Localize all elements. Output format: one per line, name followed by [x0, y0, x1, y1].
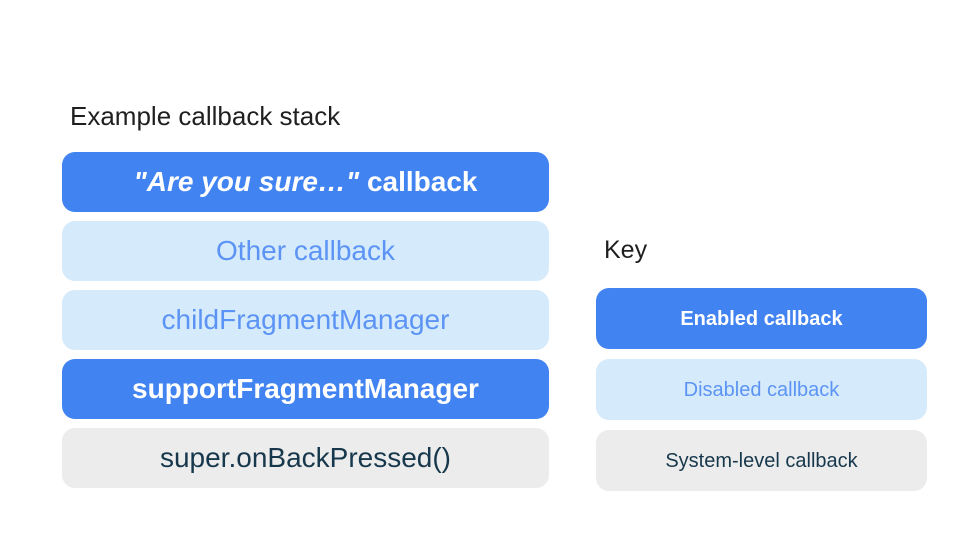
key-item-system-level-callback: System-level callback — [596, 430, 927, 491]
key-item-disabled-callback: Disabled callback — [596, 359, 927, 420]
key-title: Key — [604, 236, 648, 264]
key-item-enabled-callback: Enabled callback — [596, 288, 927, 349]
stack-item-super-onbackpressed: super.onBackPressed() — [62, 428, 549, 488]
stack-item-quoted-text: "Are you sure…" — [133, 166, 360, 197]
stack-item-child-fragment-manager: childFragmentManager — [62, 290, 549, 350]
stack-item-other-callback: Other callback — [62, 221, 549, 281]
stack-item-support-fragment-manager: supportFragmentManager — [62, 359, 549, 419]
stack-title: Example callback stack — [70, 101, 341, 131]
stack-item-suffix-text: callback — [359, 166, 478, 197]
key-legend: Enabled callback Disabled callback Syste… — [596, 288, 927, 491]
callback-stack: "Are you sure…" callback Other callback … — [62, 152, 549, 488]
stack-item-are-you-sure-callback: "Are you sure…" callback — [62, 152, 549, 212]
